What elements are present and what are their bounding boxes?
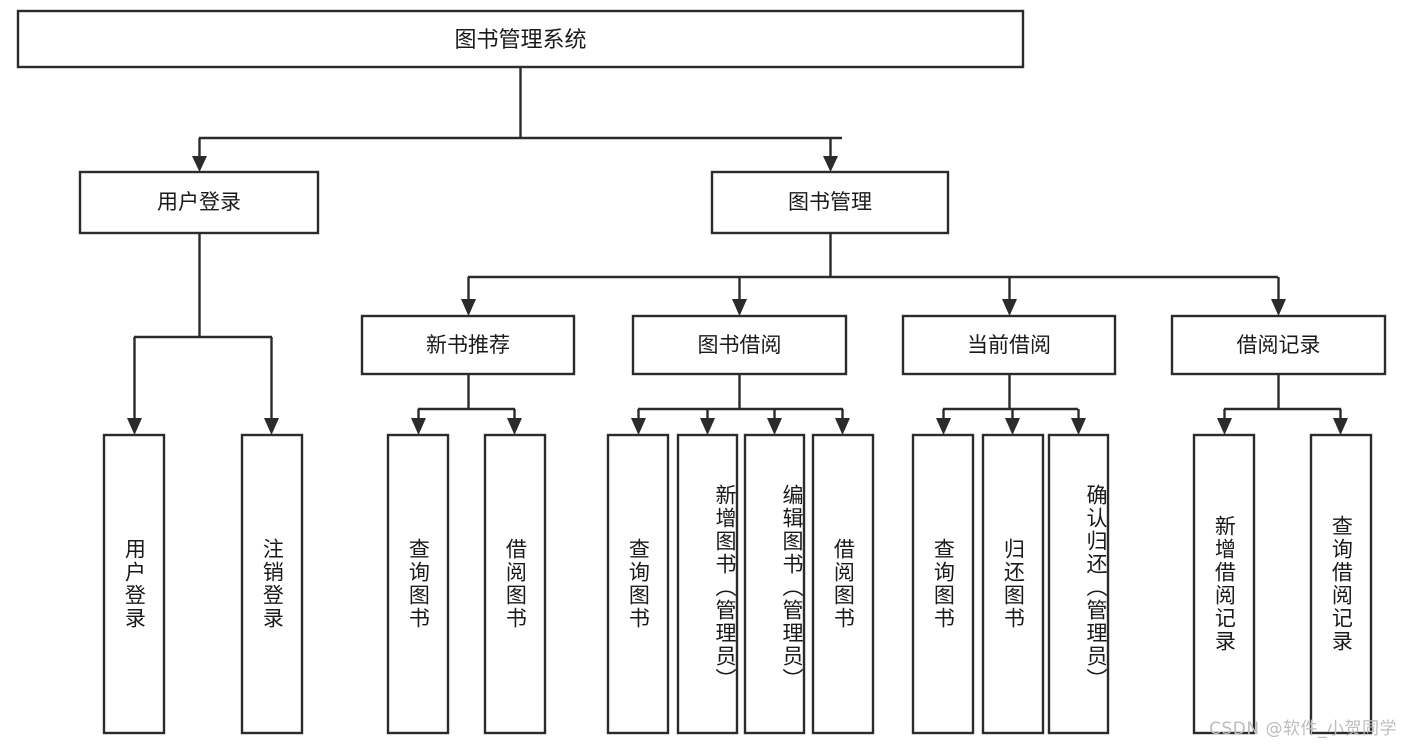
arrowhead-nbr-drop-2 [507,418,522,435]
node-label-new-book-recommend: 新书推荐 [426,333,510,357]
connector-group-root [192,67,842,172]
node-box-leaf-confirm-return[interactable] [1047,433,1110,735]
arrowhead-user-login-drop-2 [264,418,279,435]
node-borrow-record[interactable]: 借阅记录 [1170,314,1387,376]
node-box-new-book-recommend[interactable] [360,314,576,376]
arrowhead-bb-drop-1 [631,418,646,435]
node-label-root: 图书管理系统 [454,28,586,53]
node-box-leaf-borrow-book-1[interactable] [483,433,547,735]
node-box-book-borrow[interactable] [631,314,848,376]
connector-group-book-borrow [631,374,850,435]
arrowhead-cb-drop-3 [1071,418,1086,435]
arrowhead-root-to-book-manage [823,156,838,172]
node-current-borrow[interactable]: 当前借阅 [901,314,1117,376]
arrowhead-user-login-drop-1 [127,418,142,435]
connector-group-user-login [127,233,279,435]
node-box-borrow-record[interactable] [1170,314,1387,376]
node-label-current-borrow: 当前借阅 [967,333,1051,357]
arrowhead-book-manage-drop-2 [732,299,747,316]
node-book-manage[interactable]: 图书管理 [710,170,950,235]
node-box-leaf-edit-book[interactable] [743,433,806,735]
node-box-leaf-query-record[interactable] [1309,433,1373,735]
node-box-leaf-add-record[interactable] [1192,433,1256,735]
node-box-leaf-query-book-3[interactable] [911,433,975,735]
arrowhead-br-drop-1 [1217,418,1232,435]
node-box-root[interactable] [16,9,1025,69]
node-label-user-login: 用户登录 [157,190,241,214]
node-root[interactable]: 图书管理系统 [16,9,1025,69]
arrowhead-cb-drop-1 [936,418,951,435]
arrowhead-bb-drop-4 [835,418,850,435]
node-label-book-borrow: 图书借阅 [698,333,782,357]
node-book-borrow[interactable]: 图书借阅 [631,314,848,376]
arrowhead-bb-drop-2 [700,418,715,435]
node-label-book-manage: 图书管理 [788,190,872,214]
node-box-current-borrow[interactable] [901,314,1117,376]
connector-group-new-book-recommend [411,374,522,435]
node-user-login[interactable]: 用户登录 [78,170,320,235]
arrowhead-root-to-user-login [192,156,207,172]
node-box-leaf-user-logout[interactable] [240,433,304,735]
arrowhead-book-manage-drop-3 [1002,299,1017,316]
node-box-leaf-return-book[interactable] [981,433,1045,735]
arrowhead-bb-drop-3 [767,418,782,435]
node-new-book-recommend[interactable]: 新书推荐 [360,314,576,376]
node-box-leaf-borrow-book-2[interactable] [811,433,875,735]
node-box-leaf-query-book-2[interactable] [606,433,670,735]
connector-group-borrow-record [1217,374,1348,435]
node-box-leaf-user-login[interactable] [102,433,166,735]
node-box-book-manage[interactable] [710,170,950,235]
connector-group-book-manage [461,233,1286,316]
node-label-borrow-record: 借阅记录 [1237,333,1321,357]
node-box-user-login[interactable] [78,170,320,235]
node-box-leaf-add-book[interactable] [676,433,739,735]
arrowhead-book-manage-drop-1 [461,299,476,316]
csdn-watermark: CSDN @软件_小贺同学 [1209,719,1397,739]
arrowhead-book-manage-drop-4 [1271,299,1286,316]
arrowhead-nbr-drop-1 [411,418,426,435]
leaf-box-group [102,433,1373,735]
node-box-leaf-query-book-1[interactable] [386,433,450,735]
connector-group-current-borrow [936,374,1086,435]
arrowhead-cb-drop-2 [1005,418,1020,435]
arrowhead-br-drop-2 [1333,418,1348,435]
